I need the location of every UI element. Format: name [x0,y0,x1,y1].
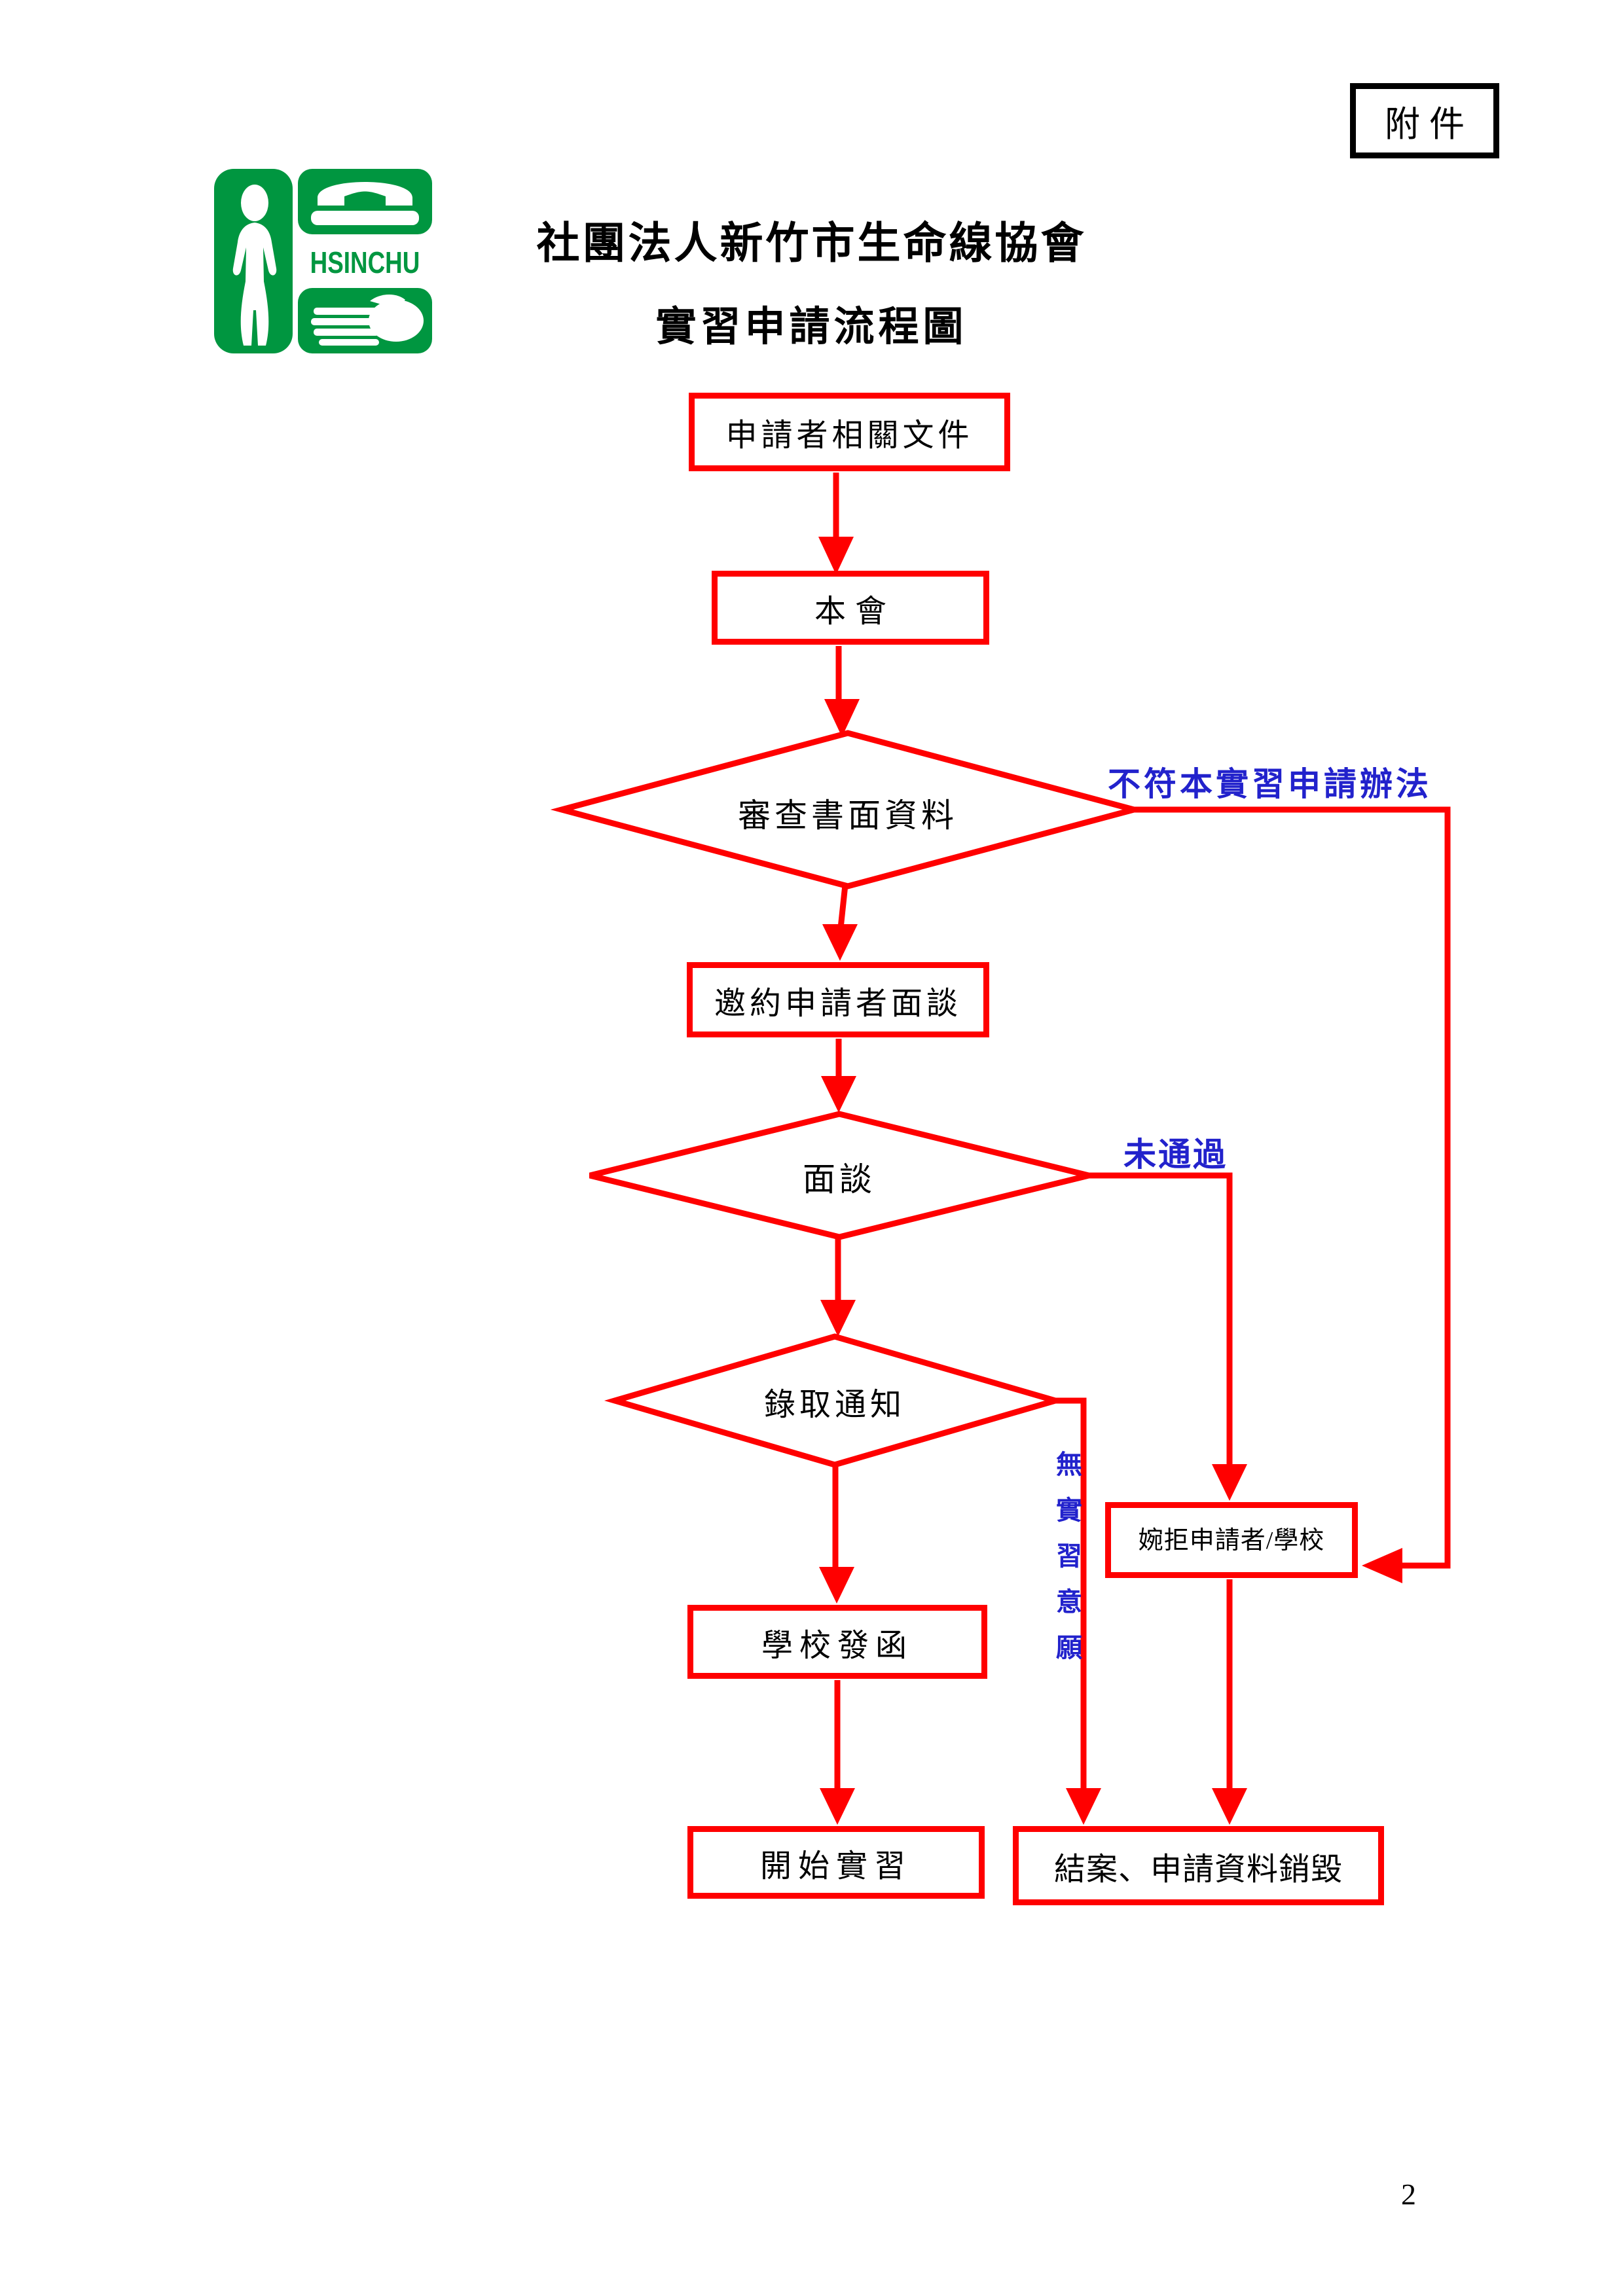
phone-icon [298,169,432,234]
branch-label-no-intention: 無實習意願 [1052,1450,1082,1679]
branch-label-not-qualified: 不符本實習申請辦法 [1108,766,1432,802]
attachment-tag-label: 附件 [1385,105,1474,144]
flow-node-invite-label: 邀約申請者面談 [714,986,962,1021]
arrow-down-close-left [1066,1788,1101,1825]
flow-node-close-case-label: 結案、申請資料銷毀 [1053,1852,1343,1887]
flow-node-invite: 邀約申請者面談 [687,962,989,1037]
flow-node-start-internship: 開始實習 [687,1826,985,1899]
logo-graphic [214,169,432,353]
flow-node-decline-label: 婉拒申請者/學校 [1138,1527,1325,1554]
connector-review-decline [1134,806,1451,1569]
flow-node-admission-label: 錄取通知 [763,1388,905,1422]
arrow-down-close-right [1212,1788,1247,1825]
logo-wordmark: HSINCHU [310,245,420,279]
flow-node-documents: 申請者相關文件 [689,393,1010,471]
flow-node-start-internship-label: 開始實習 [759,1848,912,1884]
page-number: 2 [1401,2178,1416,2211]
flow-node-decline: 婉拒申請者/學校 [1105,1502,1358,1578]
hand-icon [298,288,432,353]
arrow-down-review [824,699,860,737]
flow-node-school-letter: 學校發函 [687,1605,987,1679]
arrow-down-start [820,1788,855,1825]
arrow-down-association [818,537,854,575]
branch-label-not-passed: 未通過 [1123,1136,1228,1173]
person-icon [214,169,293,353]
flow-node-association: 本會 [712,571,989,645]
diamond-interview [589,1111,1090,1240]
diamond-admission [604,1333,1067,1468]
flow-node-documents-label: 申請者相關文件 [725,418,974,453]
flow-node-school-letter-label: 學校發函 [761,1628,913,1663]
flow-node-review-label: 審查書面資料 [738,797,958,834]
diamond-review [550,730,1146,889]
flow-node-interview-label: 面談 [803,1161,876,1198]
attachment-tag-box: 附件 [1350,83,1499,158]
page-title: 社團法人新竹市生命線協會 [536,220,1087,268]
arrow-down-interview [821,1076,856,1113]
arrow-down-decline-top [1212,1464,1247,1501]
org-logo: HSINCHU [214,169,432,353]
flow-node-close-case: 結案、申請資料銷毀 [1013,1826,1384,1905]
arrow-down-schoolletter [819,1567,854,1604]
arrow-left-decline [1362,1548,1402,1583]
flow-node-association-label: 本會 [814,594,896,629]
connector-review-invite [837,884,848,929]
arrow-down-admission [820,1300,856,1336]
page-subtitle: 實習申請流程圖 [655,305,968,350]
connector-interview-decline [1089,1172,1233,1467]
arrow-down-invite [822,924,858,961]
